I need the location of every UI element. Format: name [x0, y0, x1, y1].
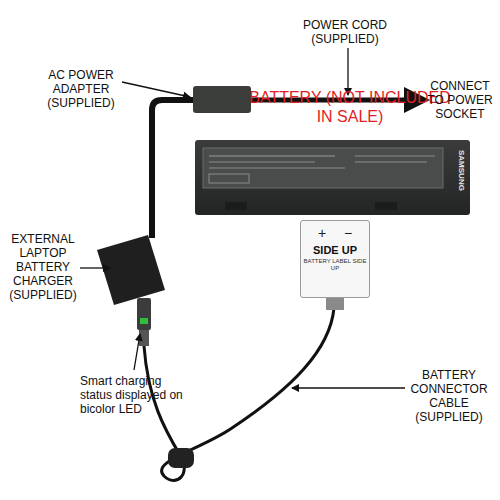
leader-line	[292, 387, 405, 388]
callout-label: CONNECT TO POWER SOCKET	[424, 79, 496, 121]
orientation-text: SIDE UP	[301, 244, 369, 257]
callout-label: POWER CORD (SUPPLIED)	[290, 18, 400, 46]
ferrite-bead	[168, 448, 194, 468]
callout-label: AC POWER ADAPTER (SUPPLIED)	[40, 68, 122, 110]
leader-line	[80, 267, 110, 268]
battery-heading: BATTERY (NOT INCLUDED IN SALE)	[245, 88, 455, 126]
leader-line	[347, 48, 348, 95]
adapter-cable	[152, 100, 193, 238]
external-charger	[97, 235, 165, 305]
leader-line	[134, 334, 140, 370]
connector-stem	[326, 296, 344, 310]
polarity-mark: −	[335, 225, 361, 241]
polarity-mark: +	[309, 225, 335, 241]
callout-note: Smart charging status displayed on bicol…	[80, 374, 188, 416]
battery-connector: +− SIDE UPBATTERY LABEL SIDE UP	[300, 220, 370, 298]
brand-text: SAMSUNG	[457, 150, 466, 202]
callout-label: BATTERY CONNECTOR CABLE (SUPPLIED)	[405, 368, 493, 424]
charger-plug	[137, 298, 151, 330]
ac-adapter	[193, 86, 251, 113]
callout-label: EXTERNAL LAPTOP BATTERY CHARGER (SUPPLIE…	[6, 232, 80, 302]
bicolor-led	[140, 318, 148, 324]
leader-line	[122, 82, 190, 97]
plug-sleeve	[139, 330, 149, 346]
battery-label-art	[195, 140, 470, 215]
orientation-note: BATTERY LABEL SIDE UP	[301, 258, 369, 272]
